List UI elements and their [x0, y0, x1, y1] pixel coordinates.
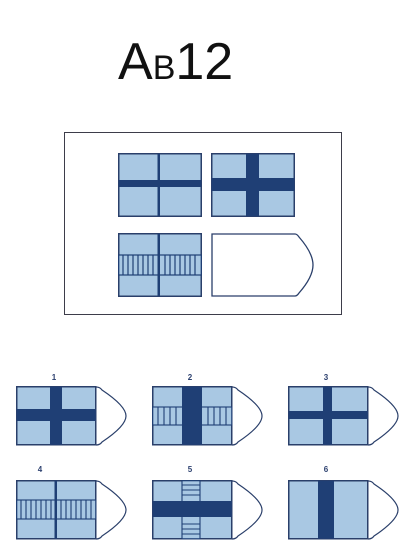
matrix-cell-thick-cross: [211, 153, 295, 217]
option-1-thick-cross[interactable]: [16, 386, 128, 446]
title-sub-letter: B: [152, 49, 176, 87]
option-4-number: 4: [37, 465, 43, 474]
matrix-cell-thin-cross: [118, 153, 202, 217]
option-4-hatched-horizontal[interactable]: [16, 480, 128, 540]
option-1-number: 1: [51, 373, 57, 382]
option-3-thin-cross-variant[interactable]: [288, 386, 400, 446]
matrix-cell-hatched-band: [118, 233, 202, 297]
option-3-number: 3: [323, 373, 329, 382]
option-2-vertical-band-hatched[interactable]: [152, 386, 264, 446]
matrix-cell-missing-piece: [211, 233, 314, 297]
option-2-number: 2: [187, 373, 193, 382]
puzzle-title: AB12: [118, 32, 278, 92]
title-main-letter: A: [118, 33, 153, 91]
title-number: 12: [175, 33, 234, 91]
option-5-number: 5: [187, 465, 193, 474]
option-5-horizontal-band-hatched[interactable]: [152, 480, 264, 540]
option-6-number: 6: [323, 465, 329, 474]
option-6-vertical-band[interactable]: [288, 480, 400, 540]
